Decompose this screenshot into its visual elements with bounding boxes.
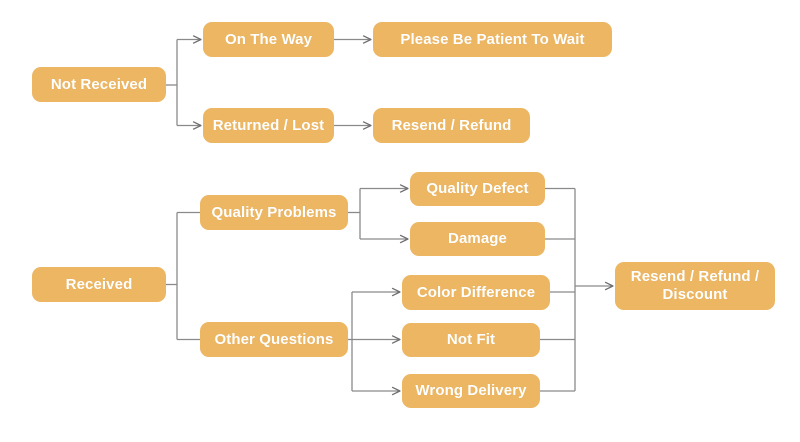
node-on-the-way-label: On The Way <box>224 30 313 48</box>
node-quality-defect-label: Quality Defect <box>426 180 529 198</box>
node-returned-lost[interactable]: Returned / Lost <box>203 108 334 143</box>
node-not-fit-label: Not Fit <box>446 331 496 349</box>
node-received-label: Received <box>65 275 133 293</box>
node-resend-refund-label: Resend / Refund <box>391 116 512 134</box>
node-color-difference-label: Color Difference <box>416 283 536 301</box>
node-quality-defect[interactable]: Quality Defect <box>410 172 545 206</box>
node-returned-lost-label: Returned / Lost <box>212 116 325 134</box>
node-please-be-patient-to-wait[interactable]: Please Be Patient To Wait <box>373 22 612 57</box>
node-quality-problems[interactable]: Quality Problems <box>200 195 348 230</box>
node-resend-refund-discount[interactable]: Resend / Refund / Discount <box>615 262 775 310</box>
node-please-be-patient-to-wait-label: Please Be Patient To Wait <box>400 30 585 48</box>
node-on-the-way[interactable]: On The Way <box>203 22 334 57</box>
node-resend-refund[interactable]: Resend / Refund <box>373 108 530 143</box>
node-other-questions[interactable]: Other Questions <box>200 322 348 357</box>
node-received[interactable]: Received <box>32 267 166 302</box>
node-other-questions-label: Other Questions <box>214 330 334 348</box>
node-damage-label: Damage <box>448 230 507 248</box>
node-wrong-delivery-label: Wrong Delivery <box>415 382 527 400</box>
node-not-received[interactable]: Not Received <box>32 67 166 102</box>
node-quality-problems-label: Quality Problems <box>211 203 337 221</box>
node-damage[interactable]: Damage <box>410 222 545 256</box>
node-not-fit[interactable]: Not Fit <box>402 323 540 357</box>
node-resend-refund-discount-label: Resend / Refund / Discount <box>630 268 760 303</box>
node-wrong-delivery[interactable]: Wrong Delivery <box>402 374 540 408</box>
node-color-difference[interactable]: Color Difference <box>402 275 550 310</box>
node-not-received-label: Not Received <box>50 75 148 93</box>
